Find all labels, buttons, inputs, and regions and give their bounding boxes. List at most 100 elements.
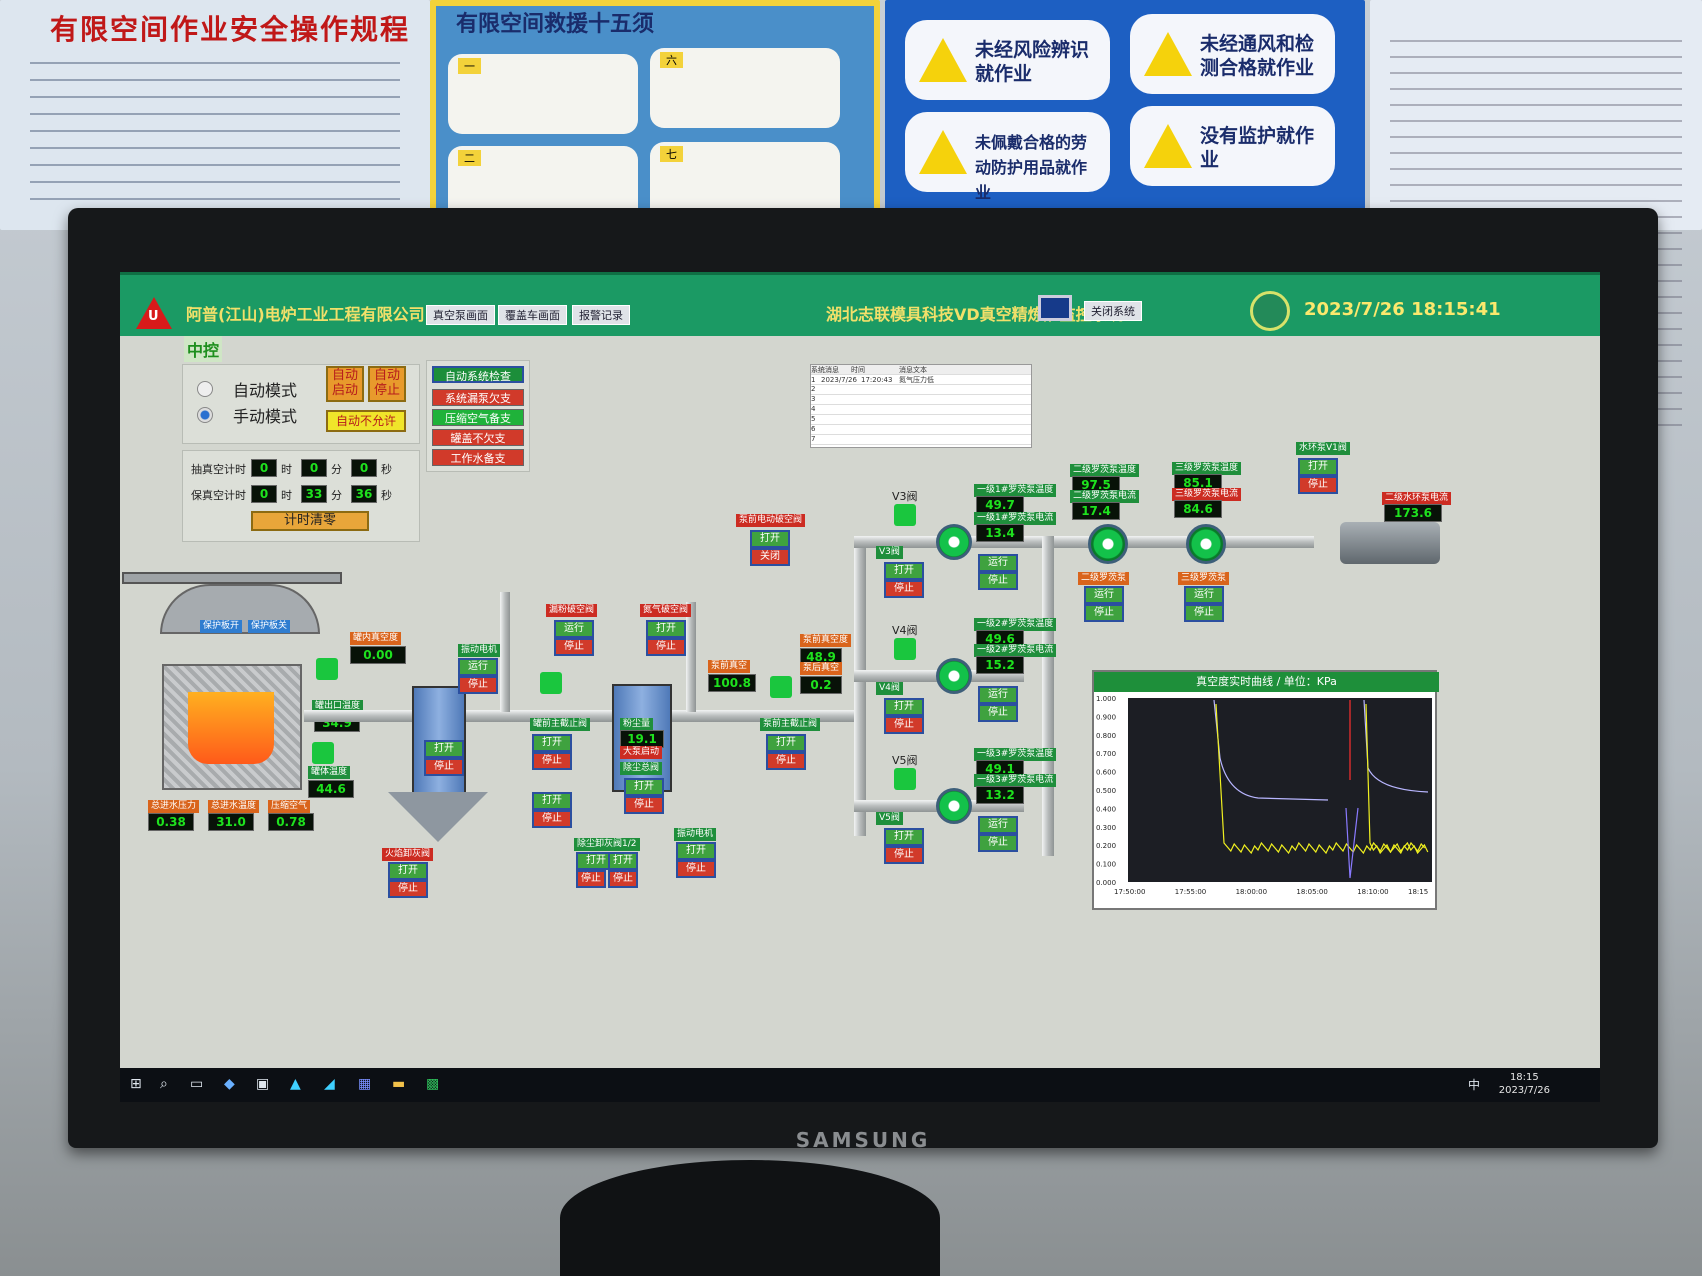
collector-stop[interactable]: 停止	[624, 796, 664, 814]
main-valve2-stop[interactable]: 停止	[766, 752, 806, 770]
pump2-run[interactable]: 运行	[978, 686, 1018, 704]
v3-open[interactable]: 打开	[884, 562, 924, 580]
filter-stop-button[interactable]: 停止	[424, 758, 464, 776]
stage3-stop[interactable]: 停止	[1184, 604, 1224, 622]
ring-cur: 173.6	[1384, 504, 1442, 522]
v5-stop[interactable]: 停止	[884, 846, 924, 864]
protect-close-button[interactable]: 保护板关	[248, 620, 291, 633]
company-name: 阿普(江山)电炉工业工程有限公司	[186, 305, 425, 324]
auto-stop-button[interactable]: 自动停止	[368, 366, 406, 402]
stage3-fan-icon	[1186, 524, 1226, 564]
stage3-temp: 85.1	[1174, 474, 1222, 492]
y-tick-label: 0.300	[1096, 824, 1116, 832]
app-icon-4[interactable]: ◢	[324, 1076, 335, 1092]
dust-remove-stop-2[interactable]: 停止	[608, 870, 638, 888]
vibrate-run-button[interactable]: 运行	[458, 658, 498, 676]
collector-open[interactable]: 打开	[624, 778, 664, 796]
vibrate-stop-button[interactable]: 停止	[458, 676, 498, 694]
warning-icon	[1144, 32, 1192, 76]
excel-icon[interactable]: ▩	[426, 1076, 440, 1092]
taskview-icon[interactable]: ▭	[190, 1076, 204, 1092]
app-icon-1[interactable]: ◆	[224, 1076, 235, 1092]
n2-valve-stop[interactable]: 停止	[646, 638, 686, 656]
manual-mode-label: 手动模式	[233, 407, 298, 426]
v3-stop[interactable]: 停止	[884, 580, 924, 598]
stage3-cur-tag: 三级罗茨泵电流	[1172, 488, 1242, 501]
app-icon-2[interactable]: ▣	[256, 1076, 270, 1092]
pump1-cur-tag: 一级1#罗茨泵电流	[974, 512, 1057, 525]
close-system-button[interactable]: 关闭系统	[1084, 301, 1142, 321]
fire-valve-stop[interactable]: 停止	[388, 880, 428, 898]
lang-indicator[interactable]: 中	[1467, 1078, 1480, 1092]
break-valve-open[interactable]: 打开	[750, 530, 790, 548]
auto-check-button[interactable]: 自动系统检查	[432, 366, 524, 383]
stage2-run[interactable]: 运行	[1084, 586, 1124, 604]
scada-screen: U 阿普(江山)电炉工业工程有限公司 真空泵画面 覆盖车画面 报警记录 湖北志联…	[120, 272, 1600, 1102]
pipe-vertical	[500, 592, 510, 712]
dust-valve-stop[interactable]: 停止	[554, 638, 594, 656]
pump3-stop[interactable]: 停止	[978, 834, 1018, 852]
dust-valve-run[interactable]: 运行	[554, 620, 594, 638]
vibrate2-open[interactable]: 打开	[676, 842, 716, 860]
nav-cover-car[interactable]: 覆盖车画面	[498, 305, 567, 325]
app-icon-3[interactable]: ▲	[290, 1076, 301, 1092]
manual-mode-radio[interactable]	[197, 407, 213, 423]
stage3-run[interactable]: 运行	[1184, 586, 1224, 604]
table-header: 系统消息时间消息文本	[811, 365, 1031, 375]
y-tick-label: 0.700	[1096, 750, 1116, 758]
main-valve2-open[interactable]: 打开	[766, 734, 806, 752]
protect-open-button[interactable]: 保护板开	[200, 620, 243, 633]
main-valve-stop[interactable]: 停止	[532, 752, 572, 770]
stage2-stop[interactable]: 停止	[1084, 604, 1124, 622]
v4-label: V4阀	[892, 624, 918, 637]
ring-pump-stop[interactable]: 停止	[1298, 476, 1338, 494]
v4-stop[interactable]: 停止	[884, 716, 924, 734]
v4-open[interactable]: 打开	[884, 698, 924, 716]
filter-open-button[interactable]: 打开	[424, 740, 464, 758]
pump3-fan-icon	[936, 788, 972, 824]
series-line	[1365, 703, 1429, 855]
folder-icon[interactable]: ▬	[392, 1076, 406, 1092]
timer2-label: 保真空计时	[191, 489, 246, 502]
break-valve-close[interactable]: 关闭	[750, 548, 790, 566]
water-p-value: 0.38	[148, 813, 194, 831]
vibrate2-stop[interactable]: 停止	[676, 860, 716, 878]
stage2-fan-icon	[1088, 524, 1128, 564]
nav-alarm-log[interactable]: 报警记录	[572, 305, 630, 325]
auto-mode-radio[interactable]	[197, 381, 213, 397]
windows-start-icon[interactable]: ⊞	[130, 1076, 142, 1092]
pump1-run[interactable]: 运行	[978, 554, 1018, 572]
valve-icon	[540, 672, 562, 694]
pump1-stop[interactable]: 停止	[978, 572, 1018, 590]
n2-valve-open[interactable]: 打开	[646, 620, 686, 638]
fire-valve-open[interactable]: 打开	[388, 862, 428, 880]
poster-text-lines	[30, 62, 400, 212]
alarm-item-1: 系统漏泵欠支	[432, 389, 524, 406]
y-tick-label: 0.200	[1096, 842, 1116, 850]
timer-reset-button[interactable]: 计时清零	[251, 511, 369, 531]
stage2-cur: 17.4	[1072, 502, 1120, 520]
p2-tag: 泵后真空	[800, 662, 843, 675]
dust-stop-button[interactable]: 停止	[532, 810, 572, 828]
dust-valve-tag: 漏粉破空阀	[546, 604, 598, 617]
pump2-stop[interactable]: 停止	[978, 704, 1018, 722]
dust-remove-stop-1[interactable]: 停止	[576, 870, 606, 888]
v5-open[interactable]: 打开	[884, 828, 924, 846]
y-tick-label: 0.000	[1096, 879, 1116, 887]
auto-start-button[interactable]: 自动启动	[326, 366, 364, 402]
y-tick-label: 0.500	[1096, 787, 1116, 795]
search-icon[interactable]: ⌕	[160, 1076, 168, 1092]
nav-vacuum-pump[interactable]: 真空泵画面	[426, 305, 495, 325]
break-valve-tag: 泵前电动破空阀	[736, 514, 806, 527]
dust-remove-open-2[interactable]: 打开	[608, 852, 638, 870]
molten-steel	[188, 692, 274, 764]
dust-meter-tag: 除尘总阀	[620, 762, 663, 775]
main-valve-open[interactable]: 打开	[532, 734, 572, 752]
ring-pump-open[interactable]: 打开	[1298, 458, 1338, 476]
pump3-run[interactable]: 运行	[978, 816, 1018, 834]
dust-open-button[interactable]: 打开	[532, 792, 572, 810]
warn-item-3: 未佩戴合格的劳动防护用品就作业	[905, 112, 1110, 202]
app-icon-5[interactable]: ▦	[358, 1076, 372, 1092]
